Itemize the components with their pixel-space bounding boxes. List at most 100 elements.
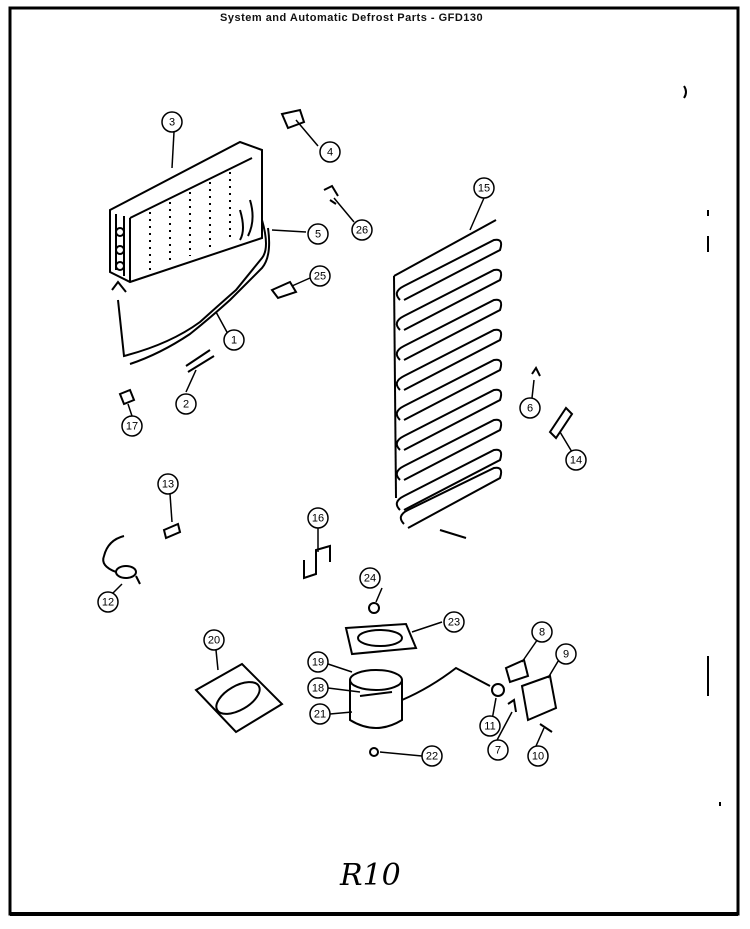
callout-circle bbox=[307, 651, 329, 673]
callout-circle bbox=[479, 715, 501, 737]
page-border bbox=[8, 6, 740, 916]
callout-circle bbox=[309, 703, 331, 725]
callout-label: 3 bbox=[169, 117, 175, 129]
callout-23: 23 bbox=[443, 611, 465, 633]
callout-3: 3 bbox=[161, 111, 183, 133]
callout-2: 2 bbox=[175, 393, 197, 415]
evaporator-part bbox=[109, 140, 263, 284]
callout-label: 12 bbox=[102, 597, 114, 609]
callout-circle bbox=[359, 567, 381, 589]
callout-18: 18 bbox=[307, 677, 329, 699]
callout-10: 10 bbox=[527, 745, 549, 767]
leader-lines bbox=[111, 119, 573, 757]
callout-circle bbox=[223, 329, 245, 351]
callout-label: 9 bbox=[563, 649, 569, 661]
bracket-part bbox=[303, 544, 331, 580]
small-part-26 bbox=[323, 184, 339, 205]
callout-label: 8 bbox=[539, 627, 545, 639]
callout-label: 19 bbox=[312, 657, 324, 669]
callout-circle bbox=[157, 473, 179, 495]
callout-9: 9 bbox=[555, 643, 577, 665]
callout-circle bbox=[121, 415, 143, 437]
callout-circle bbox=[487, 739, 509, 761]
drain-tube-part bbox=[185, 349, 215, 373]
callout-label: 23 bbox=[448, 617, 460, 629]
callout-label: 24 bbox=[364, 573, 376, 585]
callout-label: 2 bbox=[183, 399, 189, 411]
callout-25: 25 bbox=[309, 265, 331, 287]
callout-20: 20 bbox=[203, 629, 225, 651]
callout-label: 26 bbox=[356, 225, 368, 237]
callout-label: 25 bbox=[314, 271, 326, 283]
callout-circle bbox=[307, 223, 329, 245]
callout-label: 15 bbox=[478, 183, 490, 195]
callout-circle bbox=[527, 745, 549, 767]
small-part-25 bbox=[270, 280, 298, 300]
callout-label: 11 bbox=[484, 721, 495, 733]
callout-15: 15 bbox=[473, 177, 495, 199]
callout-circle bbox=[519, 397, 541, 419]
callout-circle bbox=[319, 141, 341, 163]
callout-circle bbox=[203, 629, 225, 651]
callout-circle bbox=[351, 219, 373, 241]
small-part-14 bbox=[548, 406, 574, 440]
callout-group: 1234567891011121314151617181920212223242… bbox=[97, 111, 587, 767]
base-plate-part bbox=[194, 662, 284, 734]
callout-14: 14 bbox=[565, 449, 587, 471]
callout-7: 7 bbox=[487, 739, 509, 761]
callout-label: 10 bbox=[532, 751, 544, 763]
callout-label: 6 bbox=[527, 403, 533, 415]
callout-circle bbox=[473, 177, 495, 199]
callout-label: 18 bbox=[312, 683, 324, 695]
callout-label: 4 bbox=[327, 147, 333, 159]
callout-label: 17 bbox=[126, 421, 138, 433]
small-part-17 bbox=[118, 388, 136, 406]
callout-21: 21 bbox=[309, 703, 331, 725]
callout-circle bbox=[175, 393, 197, 415]
harness-part bbox=[102, 535, 141, 585]
callout-17: 17 bbox=[121, 415, 143, 437]
callout-circle bbox=[421, 745, 443, 767]
handwritten-mark: R10 bbox=[340, 858, 401, 893]
callout-circle bbox=[307, 507, 329, 529]
callout-label: 5 bbox=[315, 229, 321, 241]
callout-26: 26 bbox=[351, 219, 373, 241]
callout-4: 4 bbox=[319, 141, 341, 163]
callout-label: 14 bbox=[570, 455, 582, 467]
callout-16: 16 bbox=[307, 507, 329, 529]
callout-circle bbox=[565, 449, 587, 471]
callout-label: 22 bbox=[426, 751, 438, 763]
callout-circle bbox=[531, 621, 553, 643]
relay-part bbox=[491, 658, 558, 733]
compressor-part bbox=[349, 666, 491, 757]
callout-5: 5 bbox=[307, 223, 329, 245]
page-title: System and Automatic Defrost Parts - GFD… bbox=[220, 12, 484, 24]
callout-circle bbox=[555, 643, 577, 665]
callout-label: 1 bbox=[231, 335, 237, 347]
callout-circle bbox=[443, 611, 465, 633]
small-part-6 bbox=[531, 366, 541, 377]
callout-label: 13 bbox=[162, 479, 174, 491]
callout-8: 8 bbox=[531, 621, 553, 643]
callout-19: 19 bbox=[307, 651, 329, 673]
callout-label: 20 bbox=[208, 635, 220, 647]
callout-11: 11 bbox=[479, 715, 501, 737]
callout-22: 22 bbox=[421, 745, 443, 767]
callout-1: 1 bbox=[223, 329, 245, 351]
tray-part bbox=[344, 602, 418, 656]
callout-circle bbox=[97, 591, 119, 613]
callout-circle bbox=[307, 677, 329, 699]
callout-13: 13 bbox=[157, 473, 179, 495]
heater-part bbox=[111, 219, 271, 365]
small-part-13 bbox=[162, 522, 182, 540]
edge-mark bbox=[683, 85, 687, 99]
callout-6: 6 bbox=[519, 397, 541, 419]
callout-circle bbox=[161, 111, 183, 133]
condenser-part bbox=[393, 219, 503, 539]
callout-12: 12 bbox=[97, 591, 119, 613]
callout-circle bbox=[309, 265, 331, 287]
small-part-4 bbox=[280, 108, 306, 130]
callout-24: 24 bbox=[359, 567, 381, 589]
